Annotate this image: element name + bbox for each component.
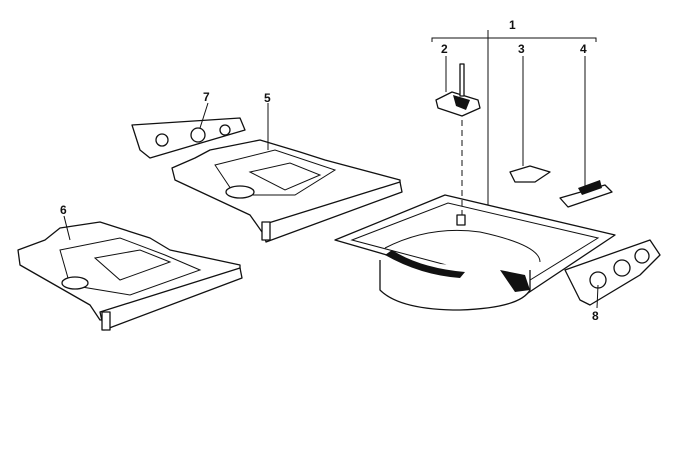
floor-panel-right[interactable] (171, 139, 403, 243)
callout-8: 8 (592, 309, 599, 323)
callout-4: 4 (580, 42, 587, 56)
side-panel-right[interactable] (564, 239, 661, 306)
plate[interactable] (509, 165, 551, 183)
leader-lines (63, 30, 599, 309)
side-panel-left[interactable] (131, 117, 246, 159)
callout-3: 3 (518, 42, 525, 56)
bracket[interactable] (559, 180, 613, 208)
floor-panel-left[interactable] (17, 221, 243, 331)
bolt-bracket[interactable] (435, 63, 481, 117)
callout-7: 7 (203, 90, 210, 104)
callout-5: 5 (264, 91, 271, 105)
spare-wheel-well[interactable] (334, 194, 616, 311)
callout-2: 2 (441, 42, 448, 56)
callout-6: 6 (60, 203, 67, 217)
callout-1: 1 (509, 18, 516, 32)
